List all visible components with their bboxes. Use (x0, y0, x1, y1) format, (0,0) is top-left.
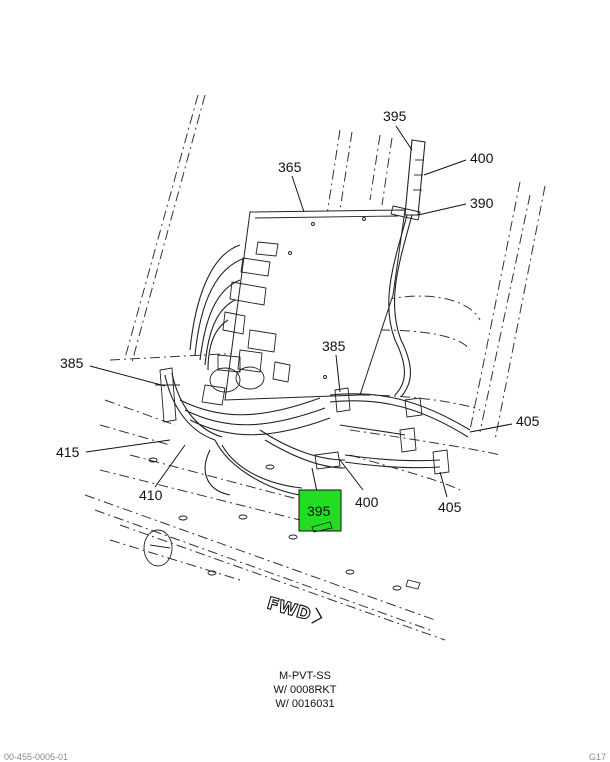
highlight-box[interactable] (298, 489, 342, 532)
callout-405-right[interactable]: 405 (516, 413, 540, 429)
callout-385-left[interactable]: 385 (60, 355, 84, 371)
callout-415[interactable]: 415 (56, 444, 80, 460)
lower-harness (155, 367, 351, 496)
fwd-label: FWD (265, 594, 313, 625)
leader-lines (85, 125, 513, 498)
callout-390[interactable]: 390 (470, 195, 494, 211)
callout-labels: 395 400 390 365 385 385 405 415 410 400 … (56, 108, 540, 519)
caption-line-3: W/ 0016031 (275, 698, 335, 710)
mounting-panel (224, 209, 406, 401)
callout-395-top[interactable]: 395 (383, 108, 407, 124)
callout-395-highlight[interactable]: 395 (307, 503, 331, 519)
caption-line-2: W/ 0008RKT (273, 684, 337, 696)
callout-410[interactable]: 410 (139, 487, 163, 503)
caption-line-1: M-PVT-SS (279, 670, 331, 682)
connector-cluster (189, 241, 291, 406)
footer-right: G17 (588, 752, 606, 762)
callout-405-bottom[interactable]: 405 (438, 499, 462, 515)
callout-400-top[interactable]: 400 (470, 150, 494, 166)
fwd-arrow-icon (311, 607, 323, 624)
callout-400-bottom[interactable]: 400 (355, 494, 379, 510)
clip-icon (311, 521, 333, 533)
right-harness (329, 393, 471, 475)
callout-365[interactable]: 365 (278, 159, 302, 175)
floor-crossmember (84, 454, 461, 641)
fwd-direction-indicator: FWD (264, 593, 323, 626)
callout-385-mid[interactable]: 385 (322, 338, 346, 354)
footer-left: 00-455-0005-01 (4, 752, 69, 762)
frame-rails (99, 94, 546, 456)
